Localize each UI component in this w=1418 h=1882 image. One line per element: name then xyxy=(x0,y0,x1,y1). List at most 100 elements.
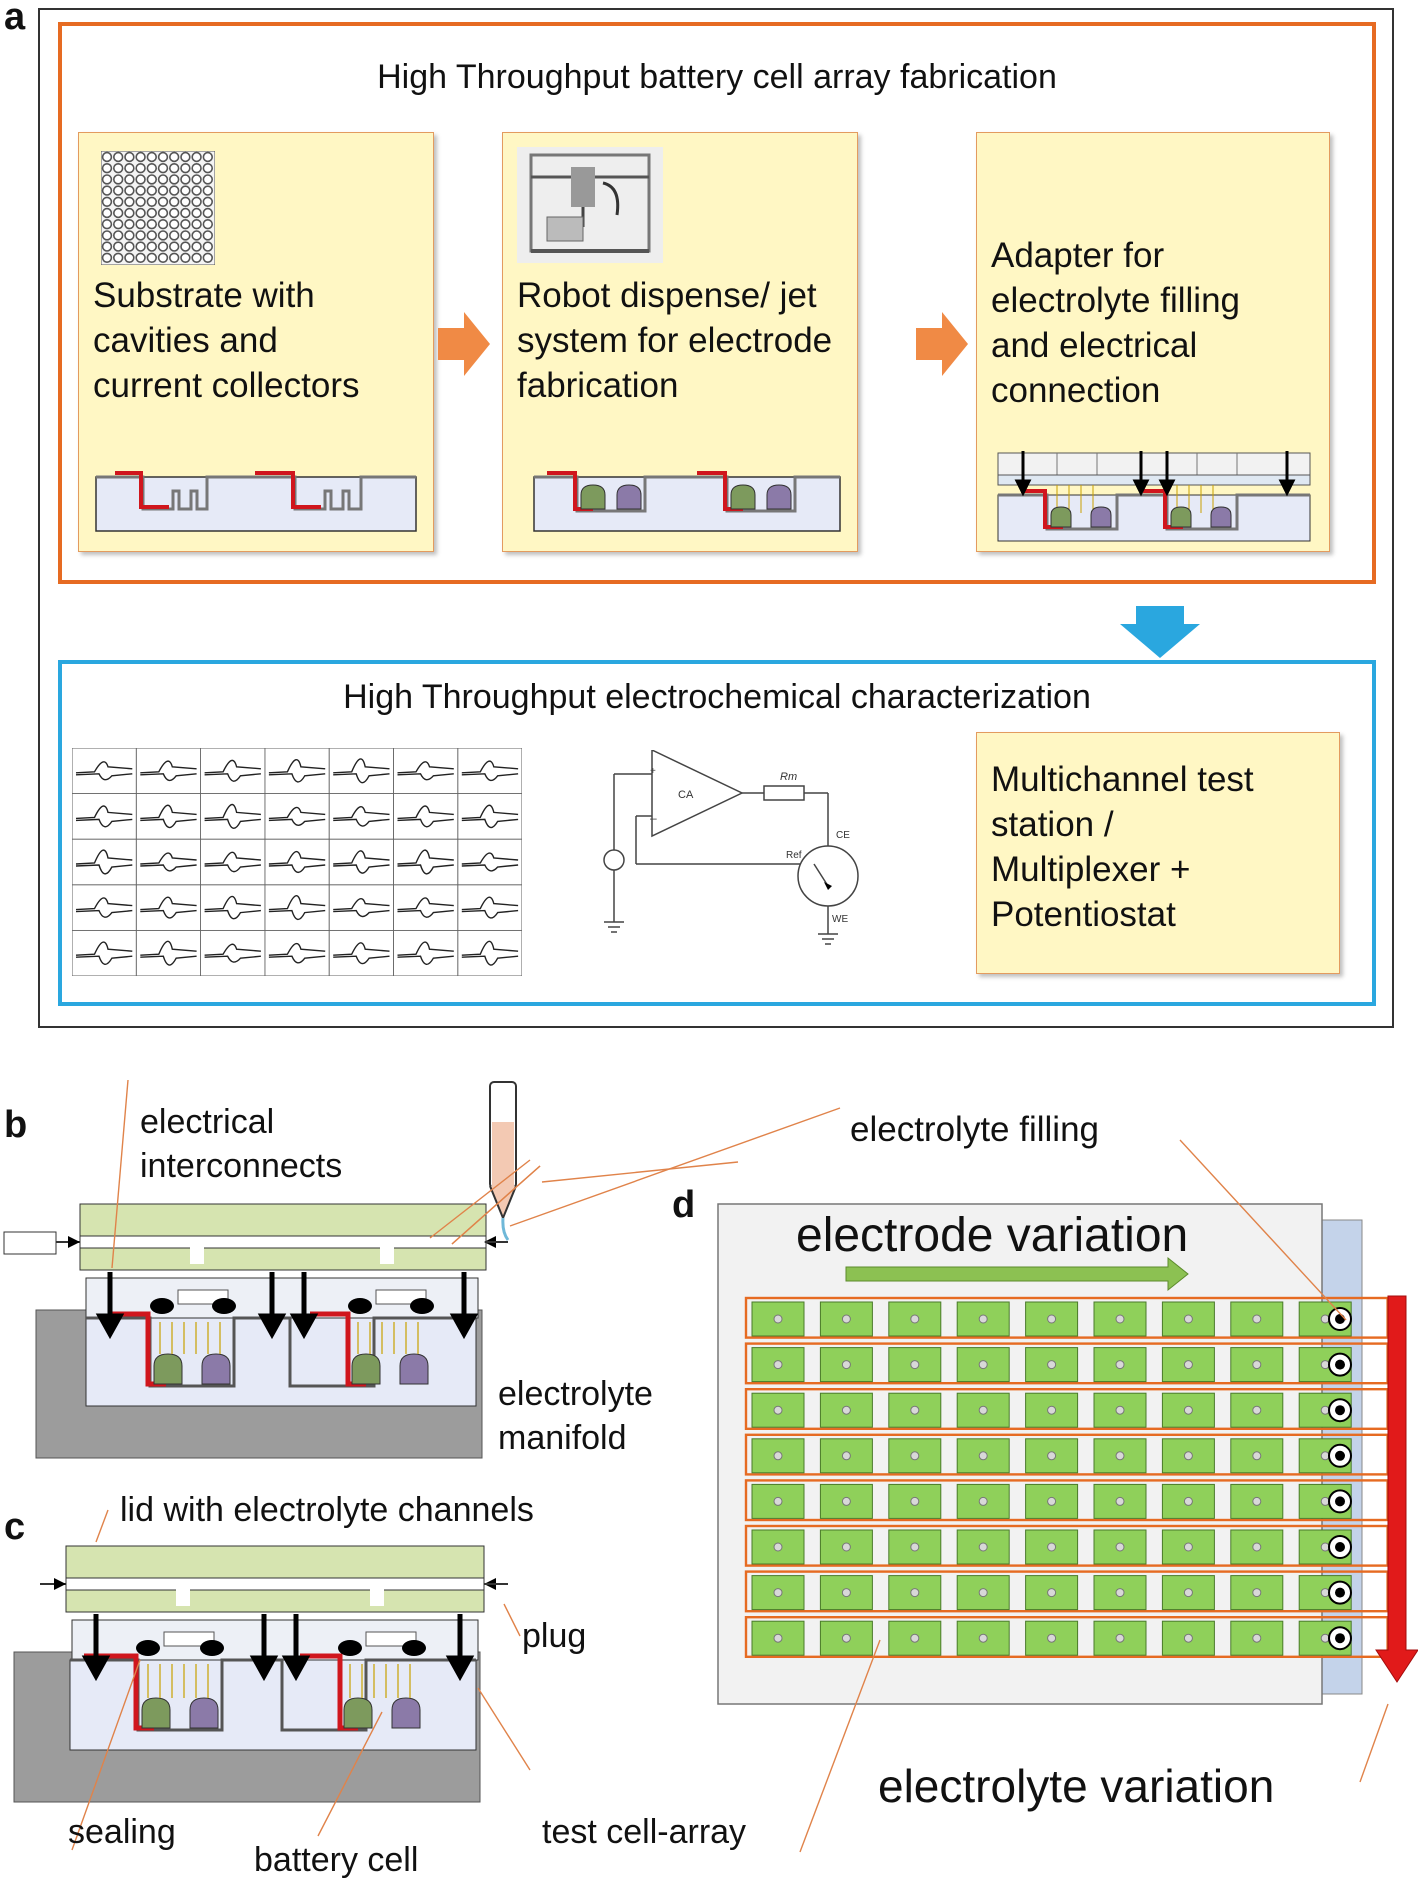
cavity-dot xyxy=(180,196,191,207)
filling-port-center xyxy=(1335,1587,1345,1598)
cell-contact xyxy=(1183,1314,1193,1324)
cavity-dot xyxy=(180,252,191,264)
cell-contact xyxy=(1047,1588,1057,1598)
cavity-dot xyxy=(146,230,157,241)
cavity-dot xyxy=(101,185,113,196)
cavity-dot xyxy=(124,151,135,163)
cell-contact xyxy=(1047,1314,1057,1324)
cavity-dot xyxy=(191,218,202,230)
step-adapter-line-3: and electrical xyxy=(991,326,1198,365)
cv-curve xyxy=(140,760,197,782)
cell-contact xyxy=(910,1633,920,1643)
label-electrode-variation: electrode variation xyxy=(796,1209,1189,1262)
panel-b-cross-section xyxy=(3,1081,517,1459)
cavity-dot xyxy=(168,174,180,185)
test-station-text: Multichannel test station / Multiplexer … xyxy=(991,757,1254,937)
cavity-dot xyxy=(135,151,146,163)
filling-port-center xyxy=(1335,1496,1345,1507)
cavity-dot xyxy=(180,218,191,230)
step-robot-line-3: fabrication xyxy=(517,366,679,405)
cell-contact xyxy=(773,1496,783,1506)
label-manifold-line-1: electrolyte xyxy=(498,1375,653,1413)
panel-letter-c: c xyxy=(4,1506,26,1548)
cavity-dot xyxy=(135,185,146,196)
cavity-dot xyxy=(101,163,113,174)
cell-contact xyxy=(773,1451,783,1461)
label-plug: plug xyxy=(522,1617,587,1655)
cell-contact xyxy=(910,1588,920,1598)
step-substrate-line-3: current collectors xyxy=(93,366,360,405)
cell-contact xyxy=(1115,1405,1125,1415)
array-cell xyxy=(956,1438,1010,1474)
cv-curve xyxy=(461,896,519,919)
cell-contact xyxy=(1252,1496,1262,1506)
cell-contact xyxy=(910,1360,920,1370)
cv-curve xyxy=(140,804,197,829)
cavity-dot xyxy=(101,207,113,219)
cv-curve xyxy=(397,941,454,965)
cell-contact xyxy=(773,1633,783,1643)
label-interconnects-line-2: interconnects xyxy=(140,1147,343,1185)
cell-contact xyxy=(978,1633,988,1643)
step-robot-text: Robot dispense/ jet system for electrode… xyxy=(517,273,832,408)
cavity-dot xyxy=(135,163,146,174)
cell-contact xyxy=(1047,1633,1057,1643)
ce-label: CE xyxy=(836,830,850,841)
cavity-dot xyxy=(135,252,146,264)
cell-contact xyxy=(978,1451,988,1461)
cavity-dot xyxy=(168,185,180,196)
test-station-line-4: Potentiostat xyxy=(991,895,1176,934)
cavity-dot xyxy=(202,174,214,185)
cell-contact xyxy=(978,1405,988,1415)
cavity-dot xyxy=(157,207,169,219)
label-electrolyte-manifold: electrolyte manifold xyxy=(498,1372,653,1460)
step-substrate-line-1: Substrate with xyxy=(93,276,315,315)
cavity-dot xyxy=(146,252,157,264)
panel-letter-b: b xyxy=(4,1104,28,1146)
cavity-dot xyxy=(202,218,214,230)
cavity-dot xyxy=(124,230,135,241)
cavity-dot xyxy=(113,185,124,196)
cavity-dot xyxy=(202,241,214,252)
cavity-dot xyxy=(124,207,135,219)
cavity-dot xyxy=(113,230,124,241)
cell-contact xyxy=(978,1496,988,1506)
panel-d-array xyxy=(717,1203,1418,1705)
cavity-dot xyxy=(113,241,124,252)
cell-contact xyxy=(1183,1542,1193,1552)
label-lid: lid with electrolyte channels xyxy=(120,1491,534,1529)
cv-curve xyxy=(268,759,326,783)
cavity-dot xyxy=(180,185,191,196)
characterization-title: High Throughput electrochemical characte… xyxy=(343,678,1091,716)
cell-contact xyxy=(1047,1451,1057,1461)
test-station-line-1: Multichannel test xyxy=(991,760,1254,799)
cell-contact xyxy=(1047,1360,1057,1370)
panel-c-cross-section xyxy=(13,1545,508,1803)
cv-curve xyxy=(268,895,326,921)
cv-curve xyxy=(333,942,390,965)
cell-contact xyxy=(1115,1496,1125,1506)
test-station-box: Multichannel test station / Multiplexer … xyxy=(976,732,1340,974)
cell-contact xyxy=(1183,1588,1193,1598)
cell-contact xyxy=(1047,1405,1057,1415)
array-cell xyxy=(1230,1529,1284,1565)
cavity-dot xyxy=(135,218,146,230)
cv-curve xyxy=(461,852,519,872)
cavity-dot xyxy=(135,207,146,219)
control-amplifier xyxy=(651,750,744,838)
filling-port-center xyxy=(1335,1314,1345,1324)
cavity-dot xyxy=(157,151,169,163)
label-electrolyte-variation: electrolyte variation xyxy=(878,1760,1275,1812)
cv-curve xyxy=(75,897,133,918)
cavity-dot xyxy=(157,174,169,185)
cv-curve xyxy=(333,850,390,874)
cell-contact xyxy=(1252,1633,1262,1643)
cavity-dot xyxy=(146,151,157,163)
cavity-dot xyxy=(202,151,214,163)
cavity-dot xyxy=(168,163,180,174)
fabrication-box: High Throughput battery cell array fabri… xyxy=(58,22,1376,584)
cavity-dot xyxy=(202,207,214,219)
cavity-dot xyxy=(202,252,214,264)
leader-lines xyxy=(71,1079,1389,1853)
amp-label: CA xyxy=(678,789,694,801)
